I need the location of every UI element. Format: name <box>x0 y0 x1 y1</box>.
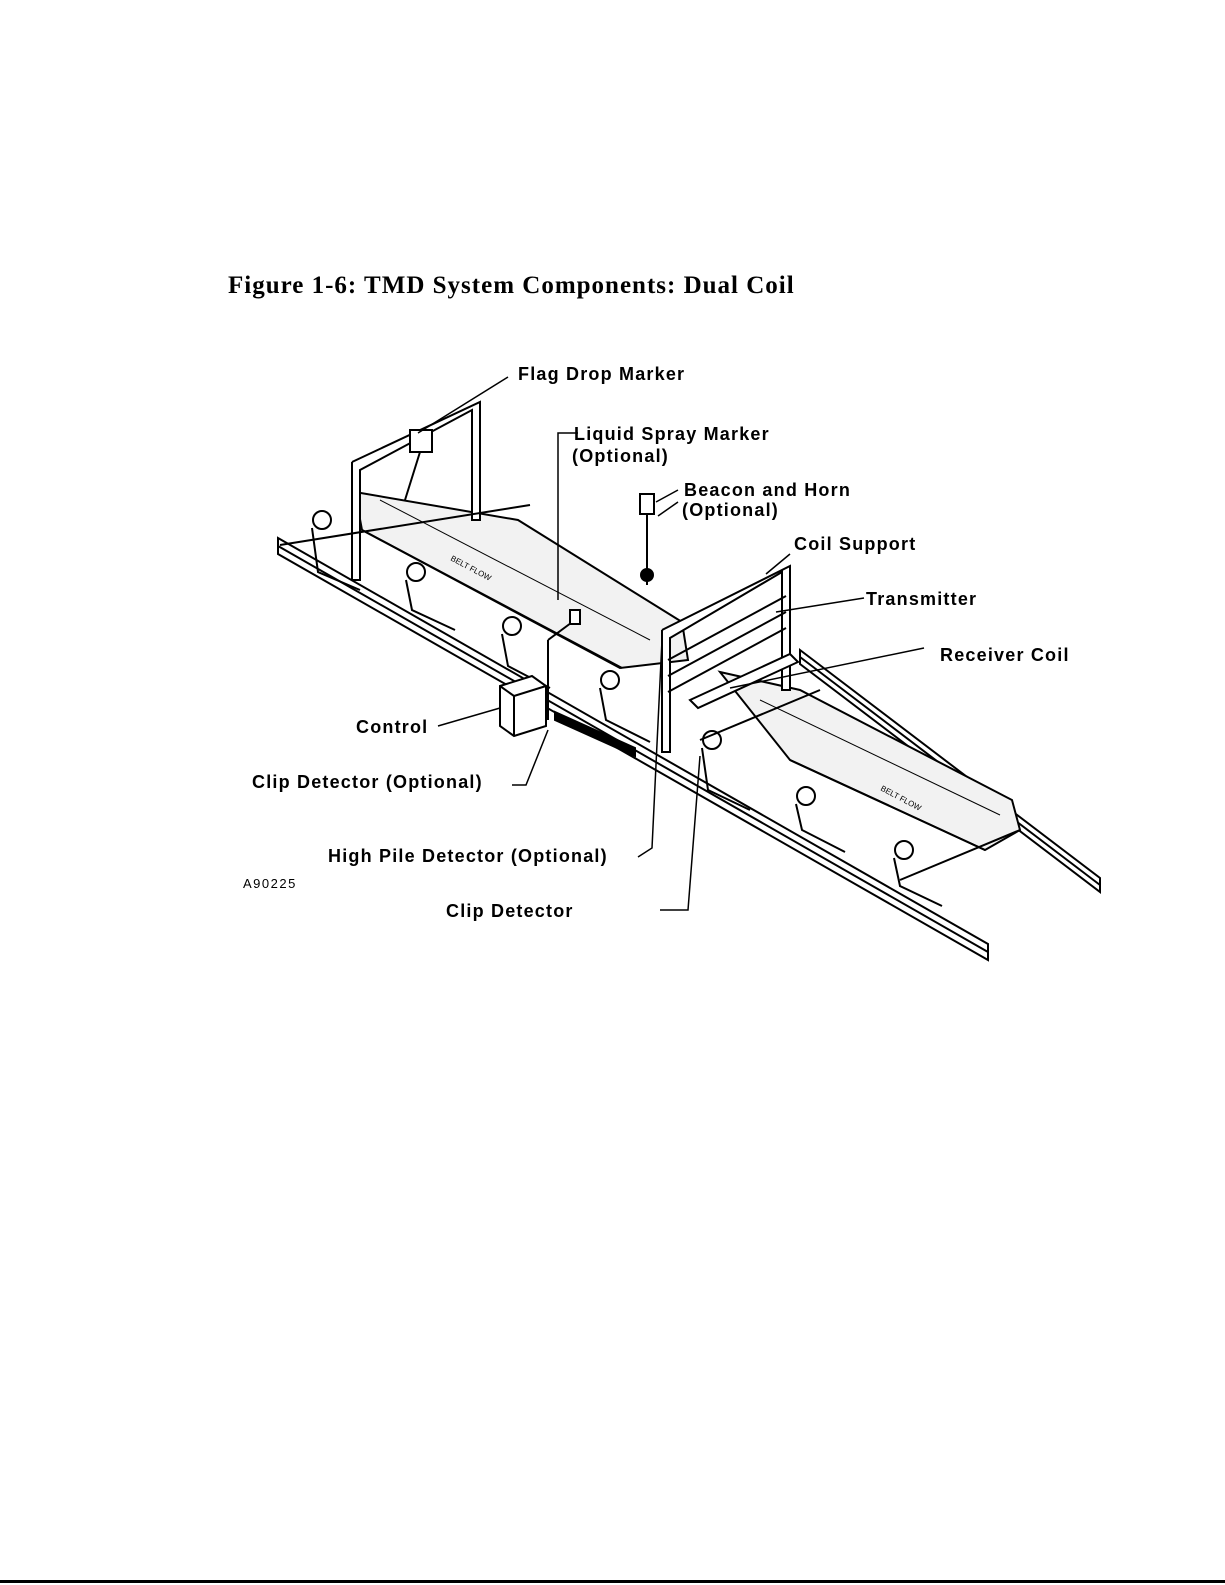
label-receiver-coil: Receiver Coil <box>940 645 1070 665</box>
label-liquid-spray-optional: (Optional) <box>572 446 669 466</box>
figure-code: A90225 <box>243 876 297 891</box>
label-beacon-and-horn: Beacon and Horn <box>684 480 851 500</box>
label-beacon-optional: (Optional) <box>682 500 779 520</box>
label-clip-detector: Clip Detector <box>446 901 574 921</box>
label-high-pile-detector: High Pile Detector (Optional) <box>328 846 608 866</box>
label-transmitter: Transmitter <box>866 589 977 609</box>
label-flag-drop-marker: Flag Drop Marker <box>518 364 685 384</box>
beacon-and-horn <box>640 494 654 585</box>
label-liquid-spray-marker: Liquid Spray Marker <box>574 424 770 444</box>
label-coil-support: Coil Support <box>794 534 916 554</box>
label-clip-detector-optional: Clip Detector (Optional) <box>252 772 483 792</box>
label-control: Control <box>356 717 428 737</box>
left-belt: BELT FLOW <box>355 492 688 668</box>
page-bottom-rule <box>0 1580 1225 1583</box>
control-box <box>500 676 546 736</box>
